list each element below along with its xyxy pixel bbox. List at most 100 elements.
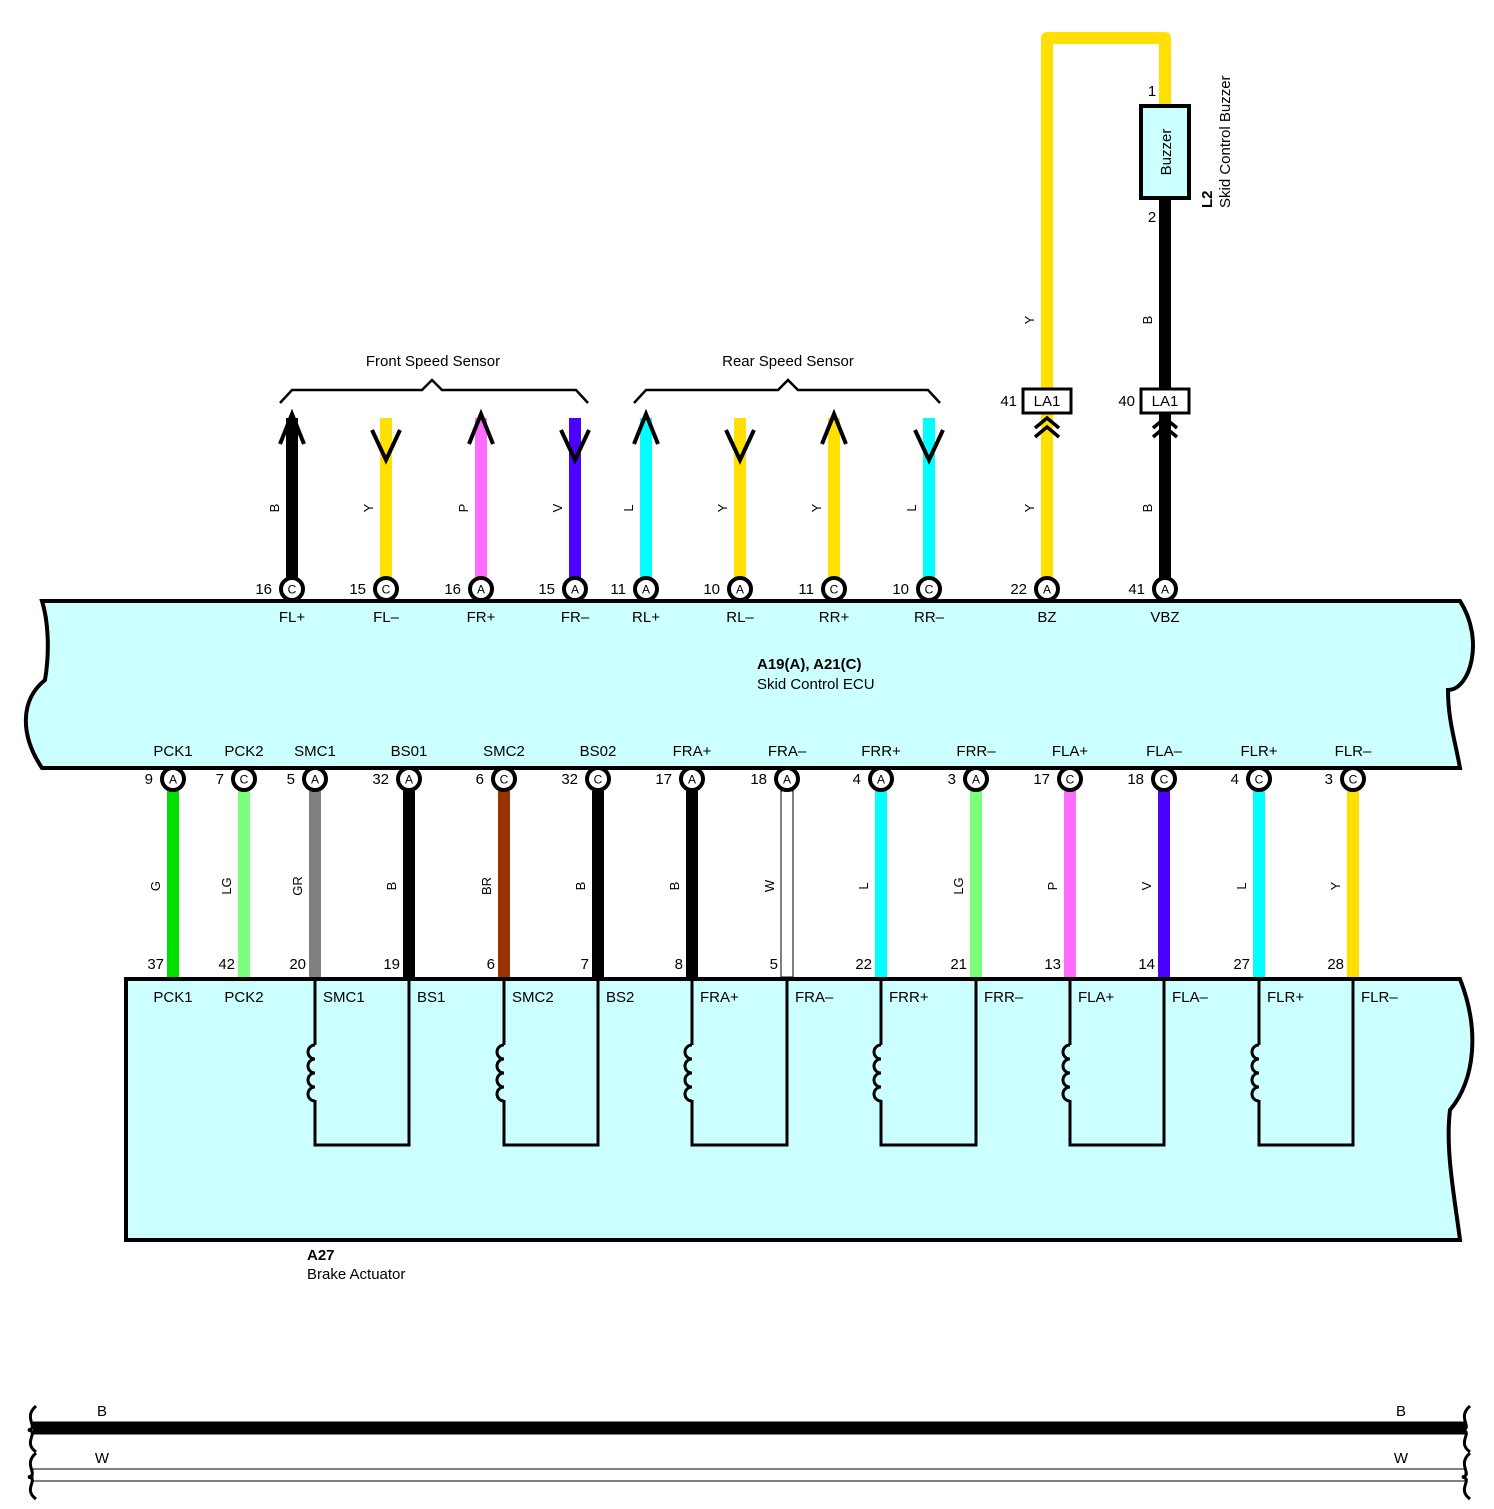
bus-line-white [32, 1468, 1466, 1482]
bottom-connector-ring [231, 766, 257, 792]
actuator-pin-number: 13 [1044, 956, 1061, 973]
ecu-id: A19(A), A21(C) [757, 656, 861, 673]
top-pin-number: 16 [444, 581, 461, 598]
top-wire-color-label: Y [809, 503, 824, 512]
top-terminal-label: FR– [561, 609, 590, 626]
actuator-pin-number: 6 [487, 956, 495, 973]
bottom-wire-color-label: V [1139, 881, 1154, 890]
ecu-bottom-terminal-label: FLR+ [1240, 743, 1277, 760]
bus-label-left: B [97, 1403, 107, 1420]
top-connector-letter: A [477, 583, 485, 597]
buzzer-connector-ring [1034, 576, 1060, 602]
actuator-terminal-label: FRR– [984, 989, 1024, 1006]
ecu-bottom-terminal-label: FRR+ [861, 743, 901, 760]
bus-label-left: W [95, 1450, 110, 1467]
top-wire-color-label: L [621, 504, 636, 511]
bottom-connector-letter: C [1066, 773, 1075, 787]
ecu-bottom-pin-number: 3 [1325, 771, 1333, 788]
la1-connector-box [1139, 387, 1191, 415]
top-wire-color-label: Y [715, 503, 730, 512]
rear-sensor-label: Rear Speed Sensor [722, 353, 854, 370]
actuator-terminal-label: BS2 [606, 989, 634, 1006]
bottom-connector-letter: C [1349, 773, 1358, 787]
buzzer-label: Buzzer [1158, 129, 1175, 176]
bottom-wire-color-label: Y [1328, 881, 1343, 890]
down-arrow-icon [724, 429, 756, 465]
bottom-connector-letter: C [1160, 773, 1169, 787]
actuator-pin-number: 21 [950, 956, 967, 973]
top-connector-ring [562, 576, 588, 602]
bottom-wire-color-label: LG [951, 877, 966, 894]
ecu-bottom-terminal-label: FRR– [956, 743, 996, 760]
buzzer-lower-color-label: B [1140, 504, 1155, 513]
bus-label-right: W [1394, 1450, 1409, 1467]
top-connector-ring [373, 576, 399, 602]
top-connector-ring [821, 576, 847, 602]
actuator-pin-number: 20 [289, 956, 306, 973]
solenoid-coil-icon [683, 1043, 693, 1103]
bottom-connector-letter: C [594, 773, 603, 787]
bottom-wire-group: PCK1A9G37PCK1PCK2C7LG42PCK2SMC1A5GR20SMC… [145, 743, 1398, 1147]
ecu-bottom-terminal-label: BS01 [391, 743, 428, 760]
top-connector-ring [633, 576, 659, 602]
buzzer-pin-2: 2 [1148, 209, 1156, 226]
down-arrow-icon [913, 429, 945, 465]
bottom-wire-color-label: G [148, 881, 163, 891]
ecu-bottom-terminal-label: BS02 [580, 743, 617, 760]
buzzer-pin-number: 22 [1010, 581, 1027, 598]
solenoid-coil-icon [306, 1043, 316, 1103]
buzzer-id: L2 [1199, 190, 1216, 208]
front-sensor-label: Front Speed Sensor [366, 353, 500, 370]
ecu-bottom-pin-number: 4 [853, 771, 861, 788]
actuator-pin-number: 28 [1327, 956, 1344, 973]
actuator-terminal-label: PCK2 [224, 989, 263, 1006]
bottom-connector-letter: A [688, 773, 696, 787]
bottom-connector-letter: A [783, 773, 791, 787]
buzzer-connector-letter: A [1043, 583, 1051, 597]
bottom-connector-letter: C [240, 773, 249, 787]
top-terminal-label: FR+ [467, 609, 496, 626]
buzzer-upper-color-label: B [1140, 316, 1155, 325]
buzzer-terminal-label: BZ [1037, 609, 1056, 626]
top-connector-letter: A [642, 583, 650, 597]
bottom-connector-ring [774, 766, 800, 792]
bottom-connector-ring [585, 766, 611, 792]
actuator-id: A27 [307, 1247, 335, 1264]
ecu-bottom-terminal-label: FLR– [1335, 743, 1372, 760]
connector-chevron-icon [1033, 415, 1061, 439]
ecu-bottom-pin-number: 17 [1033, 771, 1050, 788]
actuator-terminal-label: BS1 [417, 989, 445, 1006]
ecu-bottom-pin-number: 4 [1231, 771, 1239, 788]
bottom-connector-ring [302, 766, 328, 792]
ecu-bottom-terminal-label: PCK1 [153, 743, 192, 760]
top-terminal-label: RL– [726, 609, 754, 626]
bottom-wire-color-label: P [1045, 882, 1060, 891]
buzzer-connector-letter: A [1161, 583, 1169, 597]
top-connector-ring [468, 576, 494, 602]
actuator-pin-number: 8 [675, 956, 683, 973]
buzzer-connector-ring [1152, 576, 1178, 602]
actuator-pin-number: 14 [1138, 956, 1155, 973]
bottom-wire-color-label: B [573, 882, 588, 891]
up-arrow-icon [467, 408, 495, 445]
ecu-bottom-pin-number: 32 [561, 771, 578, 788]
solenoid-circuit [502, 979, 600, 1147]
top-wire-color-label: B [267, 504, 282, 513]
bottom-connector-ring [1057, 766, 1083, 792]
bottom-wire-color-label: B [384, 882, 399, 891]
bottom-connector-ring [1246, 766, 1272, 792]
ecu-bottom-terminal-label: FLA– [1146, 743, 1183, 760]
actuator-pin-number: 22 [855, 956, 872, 973]
front-sensor-brace [279, 378, 589, 404]
bottom-connector-letter: A [169, 773, 177, 787]
actuator-terminal-label: FRR+ [889, 989, 929, 1006]
bottom-connector-letter: C [500, 773, 509, 787]
ecu-bottom-terminal-label: FRA– [768, 743, 807, 760]
solenoid-circuit [1068, 979, 1166, 1147]
connector-chevron-icon [1151, 415, 1179, 439]
ecu-bottom-terminal-label: SMC1 [294, 743, 336, 760]
buzzer-name: Skid Control Buzzer [1217, 75, 1234, 208]
top-connector-letter: C [830, 583, 839, 597]
ecu-bottom-terminal-label: SMC2 [483, 743, 525, 760]
